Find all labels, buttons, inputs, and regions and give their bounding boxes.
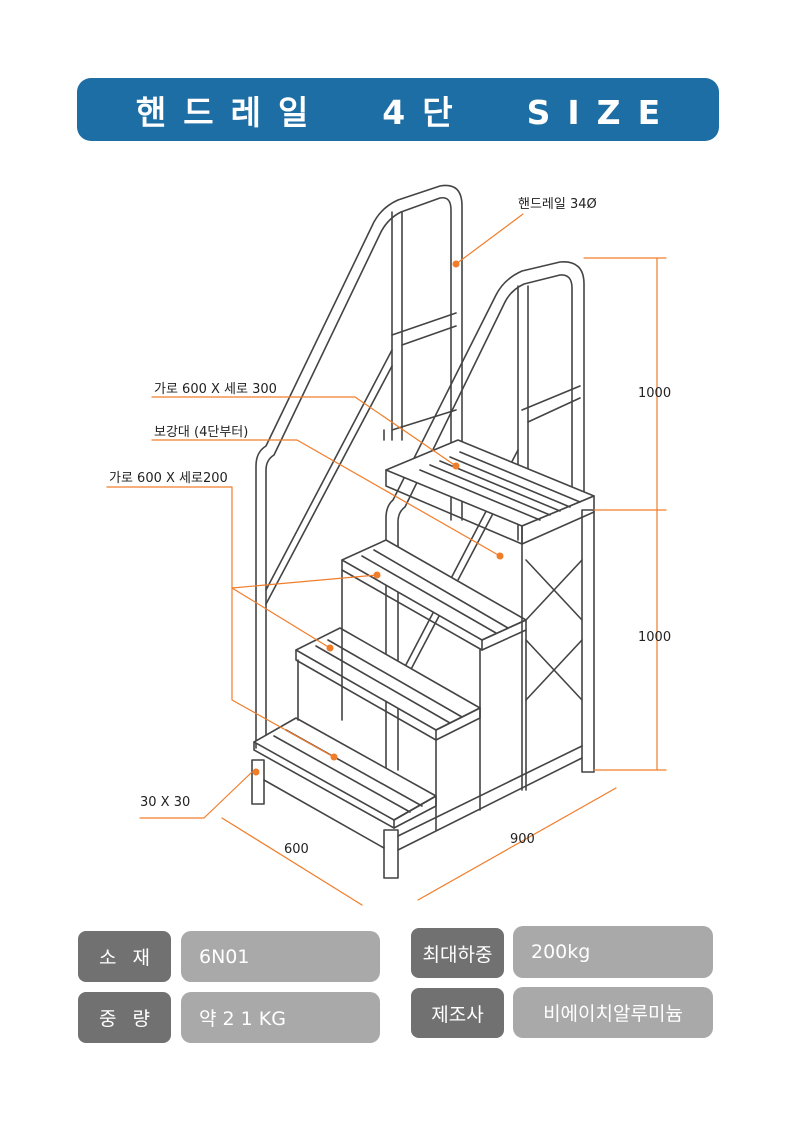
lower-height-dimension: 1000 bbox=[638, 630, 672, 645]
material-key: 소재 bbox=[78, 931, 171, 982]
depth-dimension: 900 bbox=[510, 832, 535, 847]
leader-dots bbox=[252, 260, 504, 776]
step-3 bbox=[341, 539, 527, 651]
upper-height-dimension: 1000 bbox=[638, 386, 672, 401]
material-value-text: 6N01 bbox=[199, 945, 250, 968]
maker-key: 제조사 bbox=[411, 988, 504, 1038]
handrail-callout: 핸드레일 34Ø bbox=[518, 197, 597, 212]
width-dimension: 600 bbox=[284, 842, 309, 857]
max-load-value: 200kg bbox=[513, 926, 713, 978]
brace-callout: 보강대 (4단부터) bbox=[154, 425, 249, 440]
max-load-value-text: 200kg bbox=[531, 941, 591, 963]
leader-lines bbox=[106, 213, 667, 906]
frame bbox=[251, 509, 595, 879]
pipe-size-callout: 30 X 30 bbox=[140, 795, 191, 810]
top-platform bbox=[385, 439, 595, 545]
maker-value-text: 비에이치알루미늄 bbox=[543, 1003, 683, 1025]
page-title: 핸드레일 4단 SIZE bbox=[135, 92, 678, 132]
platform-size-callout: 가로 600 X 세로 300 bbox=[154, 382, 277, 397]
step-2 bbox=[295, 627, 481, 741]
weight-value-text: 약 2 1 KG bbox=[199, 1008, 286, 1030]
max-load-key: 최대하중 bbox=[411, 928, 504, 978]
weight-key: 중량 bbox=[78, 992, 171, 1043]
material-value: 6N01 bbox=[181, 931, 380, 982]
maker-key-text: 제조사 bbox=[431, 1003, 484, 1026]
weight-key-text: 중량 bbox=[99, 1008, 166, 1030]
step-1 bbox=[253, 717, 437, 829]
step-size-callout: 가로 600 X 세로200 bbox=[109, 471, 228, 486]
maker-value: 비에이치알루미늄 bbox=[513, 987, 713, 1038]
material-key-text: 소재 bbox=[99, 947, 166, 969]
title-banner: 핸드레일 4단 SIZE bbox=[77, 78, 719, 141]
max-load-key-text: 최대하중 bbox=[422, 943, 493, 966]
weight-value: 약 2 1 KG bbox=[181, 992, 380, 1043]
left-handrail bbox=[255, 184, 463, 749]
